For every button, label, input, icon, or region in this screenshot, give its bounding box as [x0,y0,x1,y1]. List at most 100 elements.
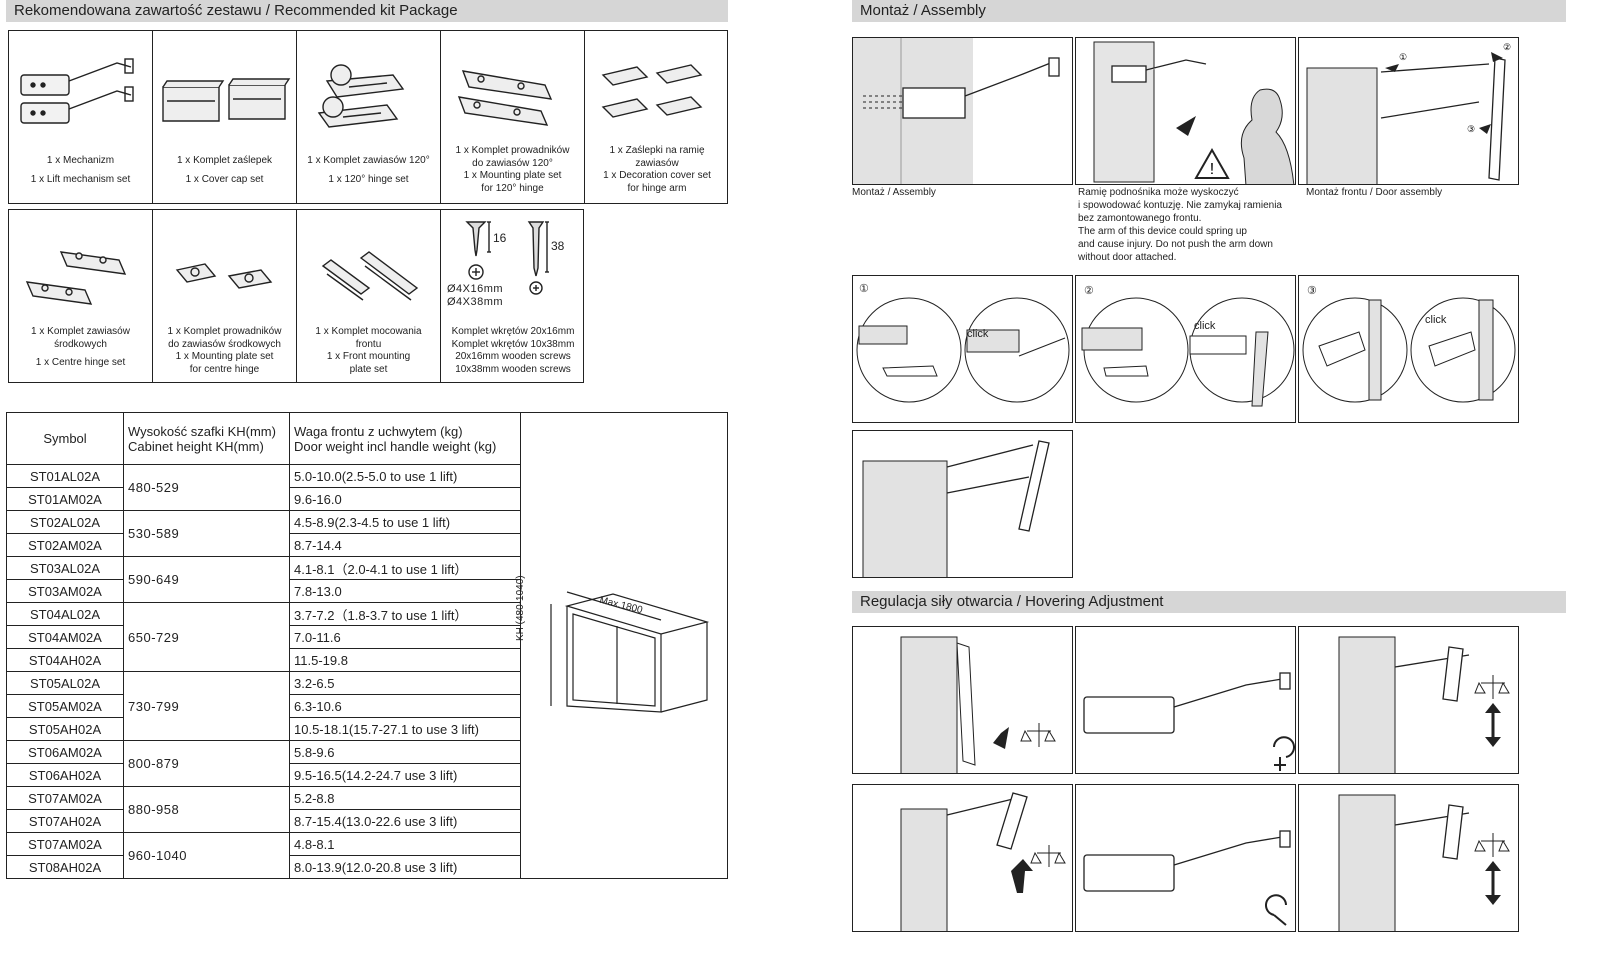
click-label-2: click [1194,320,1216,332]
hover-panel-3 [1298,626,1519,774]
symbol-cell: ST04AL02A [6,602,124,626]
hovering-header: Regulacja siły otwarcia / Hovering Adjus… [852,591,1566,613]
hover-panel-6 [1298,784,1519,932]
height-cell: 480-529 [123,464,290,511]
weight-cell: 11.5-19.8 [289,648,521,672]
front-mounting-icon [321,251,419,301]
step-panel-2: ② click [1075,275,1296,423]
weight-cell: 3.7-7.2（1.8-3.7 to use 1 lift） [289,602,521,626]
click-label-1: click [967,328,989,340]
symbol-cell: ST02AL02A [6,510,124,534]
click-label-3: click [1425,314,1447,326]
height-cell: 730-799 [123,671,290,741]
assembly-panel-warning: ! [1075,37,1296,185]
cabinet-height-label: KH (480-1040) [515,575,526,641]
height-cell: 650-729 [123,602,290,672]
symbol-cell: ST05AM02A [6,694,124,718]
screw-size-short: Ø4X16mm [447,283,504,295]
cover-cap-icon [162,78,291,122]
screws-icon [465,221,549,295]
table-row: ST03AM02A 7.8-13.0 [6,579,728,603]
symbol-cell: ST07AM02A [6,786,124,810]
height-header: Wysokość szafki KH(mm)Cabinet height KH(… [123,412,290,465]
weight-cell: 4.5-8.9(2.3-4.5 to use 1 lift) [289,510,521,534]
table-row: ST08AH02A 8.0-13.9(12.0-20.8 use 3 lift) [6,855,728,879]
symbol-cell: ST01AM02A [6,487,124,511]
weight-cell: 5.8-9.6 [289,740,521,764]
height-cell: 530-589 [123,510,290,557]
weight-cell: 8.0-13.9(12.0-20.8 use 3 lift) [289,855,521,879]
weight-cell: 7.0-11.6 [289,625,521,649]
symbol-cell: ST05AL02A [6,671,124,695]
hinge-icon [317,64,405,128]
weight-cell: 9.5-16.5(14.2-24.7 use 3 lift) [289,763,521,787]
symbol-cell: ST03AM02A [6,579,124,603]
svg-text:①: ① [1399,52,1407,62]
step-panel-3: ③ click [1298,275,1519,423]
height-cell: 590-649 [123,556,290,603]
step-number-3: ③ [1307,285,1317,297]
assembly-panel-door: ① ② ③ [1298,37,1519,185]
centre-hinge-icon [25,251,127,305]
symbol-cell: ST05AH02A [6,717,124,741]
height-cell: 800-879 [123,740,290,787]
assembly-caption-3: Montaż frontu / Door assembly [1306,187,1443,198]
symbol-cell: ST01AL02A [6,464,124,488]
centre-plate-icon [175,263,273,289]
symbol-cell: ST07AM02A [6,832,124,856]
weight-cell: 7.8-13.0 [289,579,521,603]
symbol-header: Symbol [6,412,124,465]
assembly-panel-1 [852,37,1073,185]
weight-cell: 3.2-6.5 [289,671,521,695]
screw-length-short: 16 [493,231,507,245]
cabinet-diagram [550,591,710,713]
step-panel-1: ① click [852,275,1073,423]
assembly-caption-1: Montaż / Assembly [852,187,936,198]
height-cell: 880-958 [123,786,290,833]
symbol-cell: ST03AL02A [6,556,124,580]
height-cell: 960-1040 [123,832,290,879]
symbol-cell: ST06AH02A [6,763,124,787]
table-row: ST01AM02A 9.6-16.0 [6,487,728,511]
weight-cell: 8.7-15.4(13.0-22.6 use 3 lift) [289,809,521,833]
svg-text:③: ③ [1467,124,1475,134]
symbol-cell: ST07AH02A [6,809,124,833]
kit-item-screws: 16 38 Ø4X16mm Ø4X38mm Komplet wkrętów 20… [441,210,585,382]
kit-item-hinge: 1 x Komplet zawiasów 120°1 x 120° hinge … [297,31,441,203]
hover-panel-4 [852,784,1073,932]
weight-cell: 8.7-14.4 [289,533,521,557]
symbol-cell: ST06AM02A [6,740,124,764]
svg-text:②: ② [1503,42,1511,52]
screw-length-long: 38 [551,239,565,253]
weight-cell: 6.3-10.6 [289,694,521,718]
weight-header: Waga frontu z uchwytem (kg)Door weight i… [289,412,521,465]
step-number-2: ② [1084,285,1094,297]
symbol-cell: ST02AM02A [6,533,124,557]
weight-cell: 9.6-16.0 [289,487,521,511]
svg-text:!: ! [1210,161,1214,178]
decoration-cover-icon [601,64,703,118]
weight-cell: 4.8-8.1 [289,832,521,856]
weight-cell: 5.0-10.0(2.5-5.0 to use 1 lift) [289,464,521,488]
kit-header: Rekomendowana zawartość zestawu / Recomm… [6,0,728,22]
step-number-1: ① [859,283,869,295]
symbol-cell: ST08AH02A [6,855,124,879]
screw-size-long: Ø4X38mm [447,296,504,308]
